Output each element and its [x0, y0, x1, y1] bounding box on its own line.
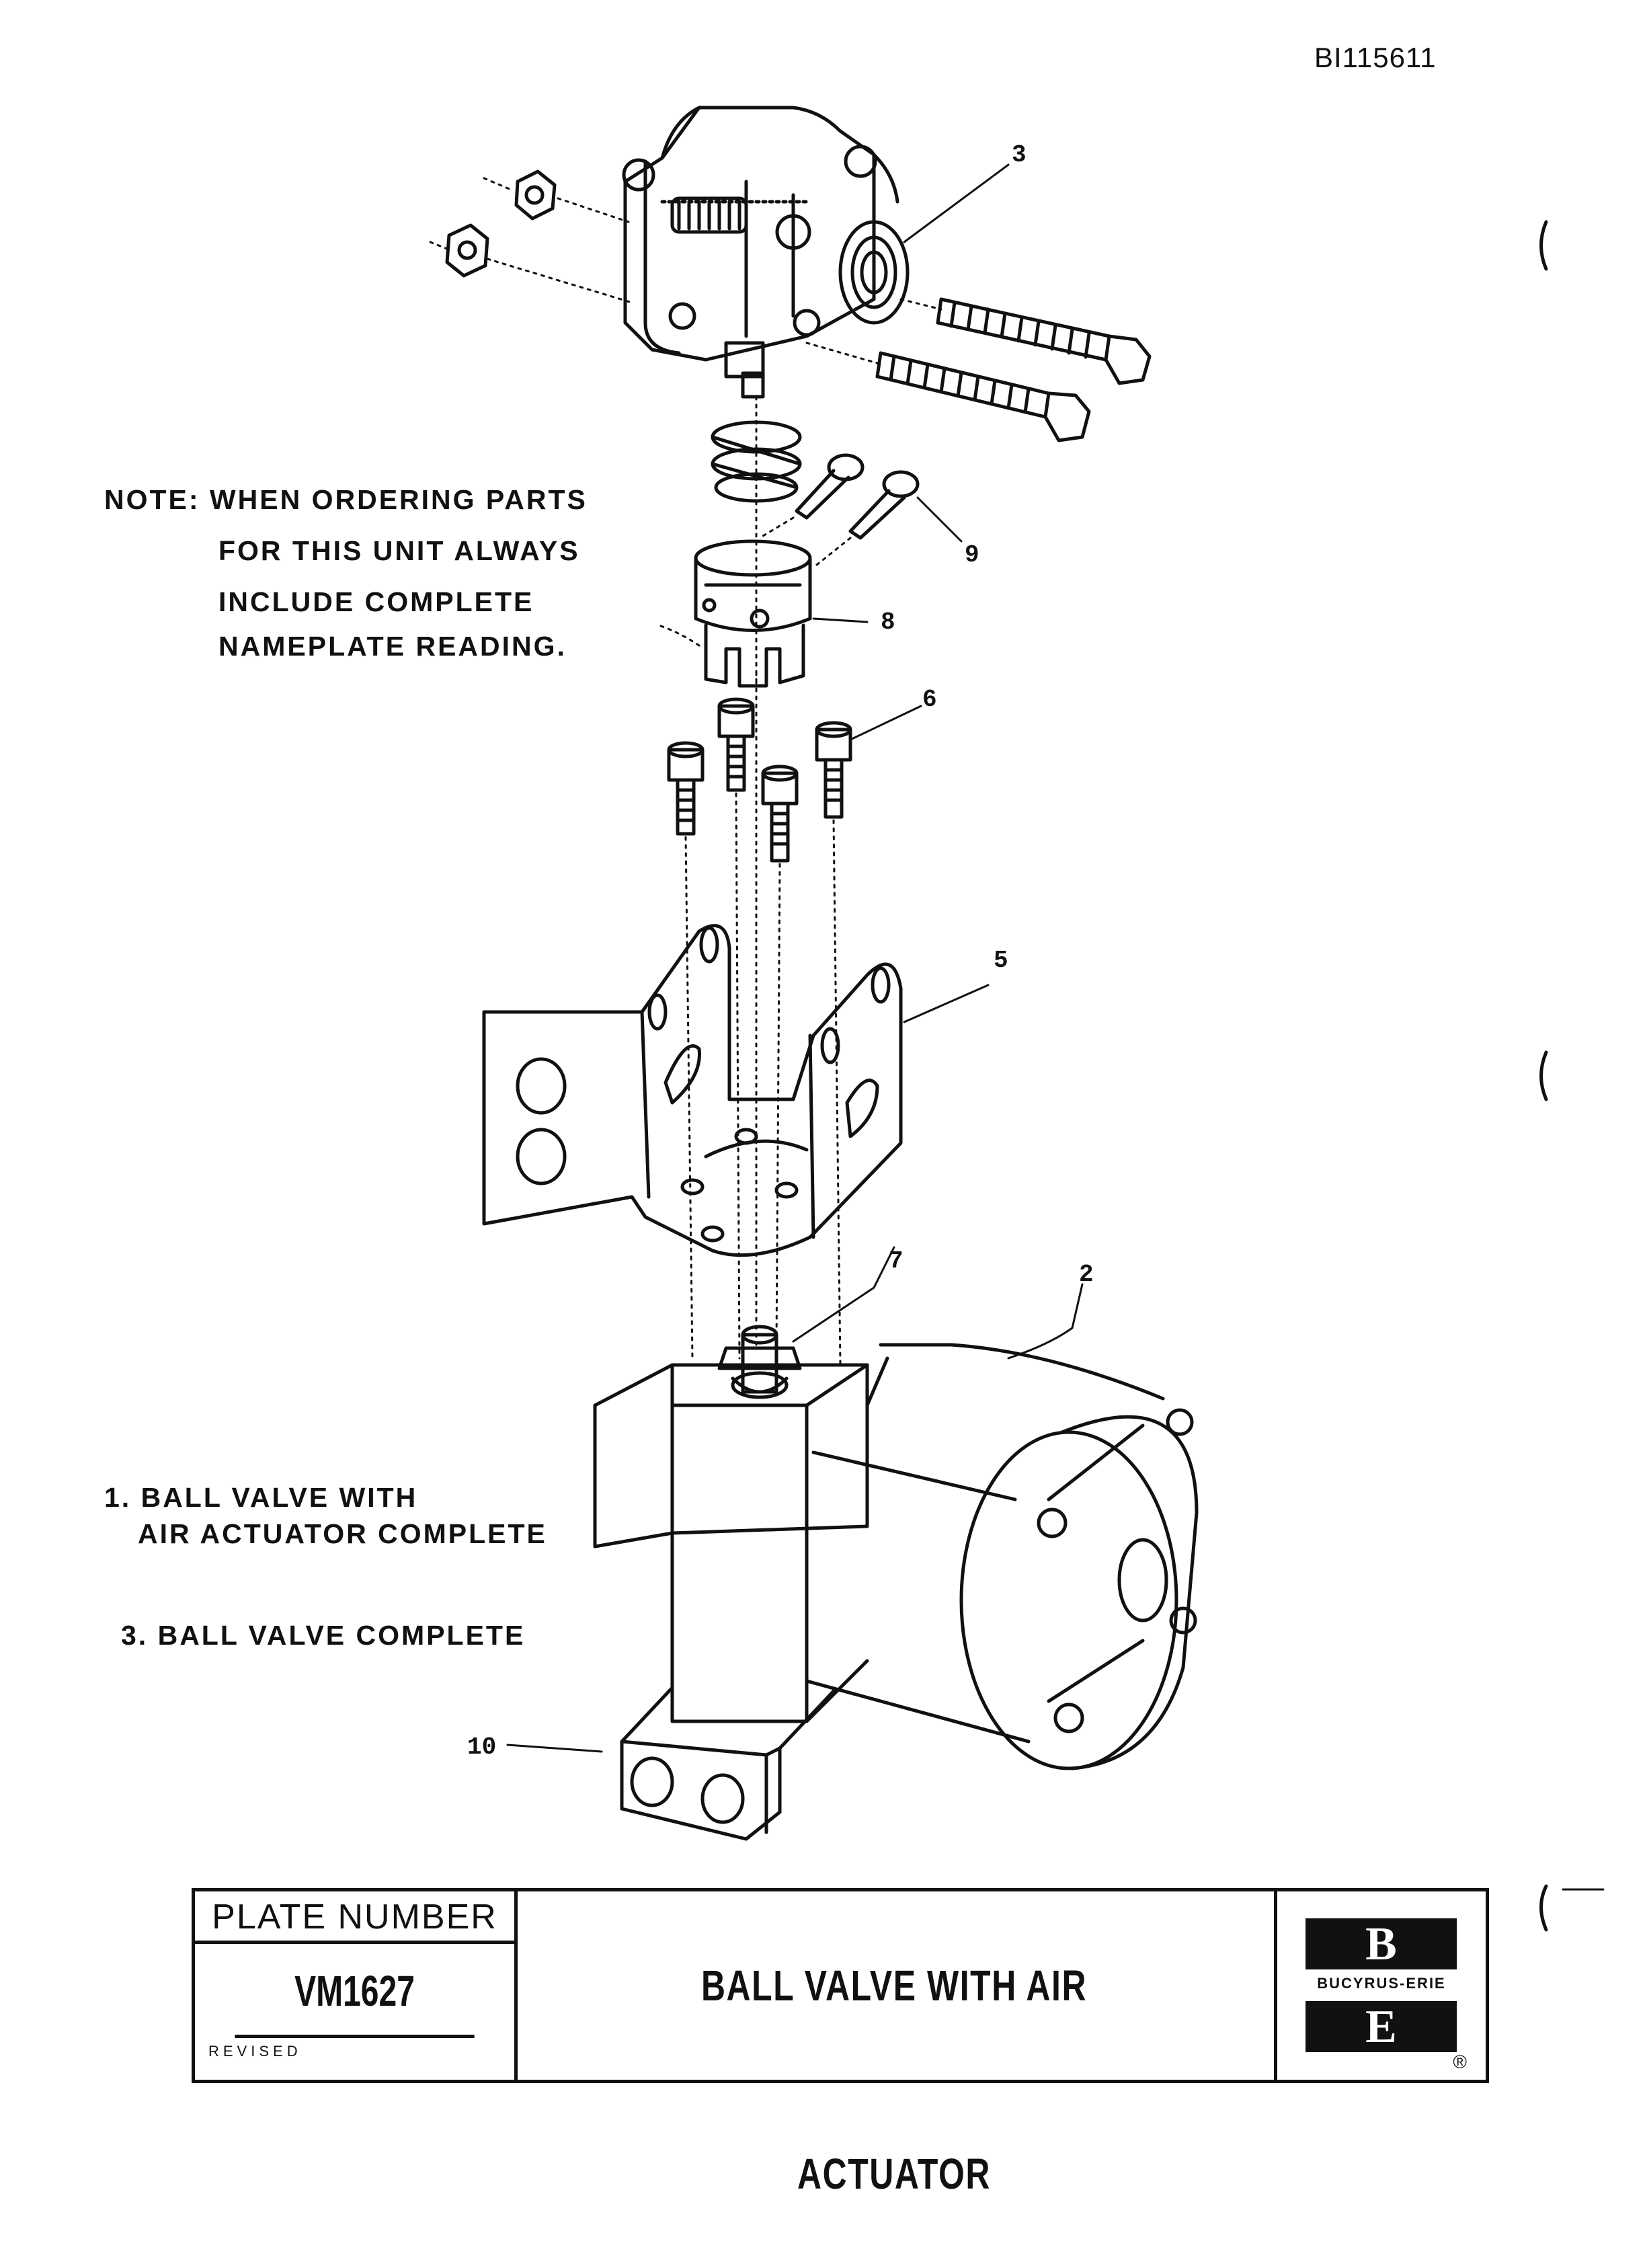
binder-hole-mark — [1539, 220, 1548, 271]
hex-nut — [514, 169, 557, 221]
binder-hole-mark — [1539, 1884, 1548, 1932]
document-id: BI115611 — [1314, 42, 1437, 73]
socket-cap-screw — [815, 721, 852, 819]
callout-7: 7 — [889, 1247, 903, 1275]
spring — [711, 420, 802, 503]
logo-company-name: BUCYRUS-ERIE — [1317, 1975, 1446, 1992]
title-block: PLATE NUMBER VM1627 REVISED BALL VALVE W… — [192, 1888, 1489, 2198]
callout-10: 10 — [467, 1733, 496, 1761]
hex-nut — [445, 223, 489, 278]
coupling — [657, 539, 812, 688]
note-line: NAMEPLATE READING. — [218, 631, 567, 662]
note-line: NOTE: WHEN ORDERING PARTS — [104, 484, 588, 515]
parts-list-item-3: 3. BALL VALVE COMPLETE — [121, 1620, 526, 1651]
long-bolt — [936, 297, 1152, 385]
drawing-title-text: BALL VALVE WITH AIR ACTUATOR — [700, 1961, 1088, 2198]
binder-hole-mark — [1539, 1050, 1548, 1101]
plate-number-cell: PLATE NUMBER VM1627 REVISED — [195, 1891, 518, 2080]
drawing-title: BALL VALVE WITH AIR ACTUATOR — [518, 1891, 1271, 2198]
callout-3: 3 — [1012, 141, 1027, 169]
company-logo: B BUCYRUS-ERIE E ® — [1274, 1891, 1486, 2080]
exploded-diagram: 3 9 8 6 5 7 2 10 — [429, 106, 1605, 1932]
plate-number: VM1627 — [235, 1944, 475, 2038]
callout-9: 9 — [965, 541, 979, 569]
plate-number-label: PLATE NUMBER — [195, 1891, 514, 1944]
ordering-note: NOTE: WHEN ORDERING PARTS FOR THIS UNIT … — [104, 474, 588, 672]
cap-screw — [848, 470, 920, 540]
mounting-bracket — [482, 924, 903, 1257]
callout-8: 8 — [881, 609, 895, 636]
air-actuator — [593, 1325, 1199, 1770]
socket-cap-screw — [667, 741, 705, 836]
socket-cap-screw — [761, 765, 799, 863]
logo-letter-e: E — [1305, 2001, 1457, 2053]
parts-list-item-1: 1. BALL VALVE WITH AIR ACTUATOR COMPLETE — [104, 1479, 547, 1552]
revised-label: REVISED — [208, 2043, 302, 2060]
parts-item-line: AIR ACTUATOR COMPLETE — [138, 1518, 547, 1549]
note-line: INCLUDE COMPLETE — [218, 586, 534, 617]
long-bolt — [875, 351, 1091, 442]
parts-item-line: 1. BALL VALVE WITH — [104, 1482, 418, 1513]
callout-5: 5 — [994, 947, 1008, 974]
cap-screw — [795, 453, 865, 520]
registered-mark: ® — [1453, 2051, 1467, 2072]
base-bracket — [620, 1686, 836, 1841]
socket-cap-screw — [717, 697, 755, 792]
note-line: FOR THIS UNIT ALWAYS — [218, 535, 580, 566]
callout-6: 6 — [922, 686, 937, 713]
logo-letter-b: B — [1305, 1918, 1457, 1970]
callout-2: 2 — [1079, 1261, 1094, 1288]
ball-valve-body — [622, 106, 910, 399]
